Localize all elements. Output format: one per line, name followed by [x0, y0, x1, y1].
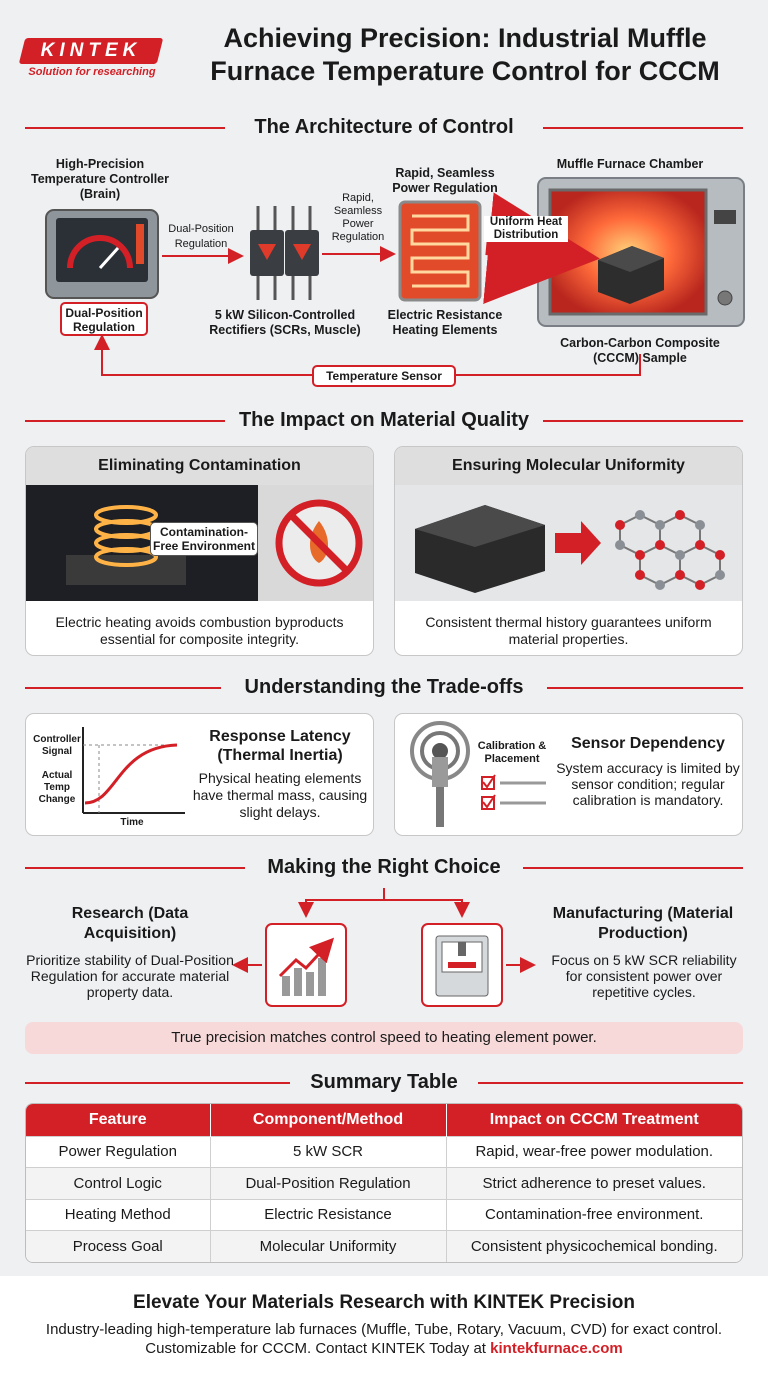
calibration-label: Calibration & Placement — [477, 740, 547, 765]
contamination-free-badge: Contamination-Free Environment — [150, 522, 258, 556]
scr-icon — [250, 206, 319, 300]
brand-tagline: Solution for researching — [28, 66, 156, 78]
section-title-choice: Making the Right Choice — [267, 856, 501, 878]
table-cell: Control Logic — [26, 1167, 211, 1199]
manufacturing-title: Manufacturing (Material Production) — [552, 905, 734, 942]
latency-text: Physical heating elements have thermal m… — [192, 770, 368, 820]
heating-element-icon — [398, 200, 482, 302]
controller-label: High-Precision Temperature Controller (B… — [31, 157, 169, 201]
divider-line — [25, 867, 245, 869]
footer-body: Industry-leading high-temperature lab fu… — [45, 1321, 723, 1357]
precision-banner: True precision matches control speed to … — [25, 1022, 743, 1054]
research-text: Prioritize stability of Dual-Position Re… — [26, 952, 234, 1000]
section-title-summary: Summary Table — [310, 1071, 458, 1093]
manufacturing-machine-icon — [421, 923, 503, 1007]
divider-line — [25, 127, 225, 129]
heater-top-label: Rapid, Seamless Power Regulation — [392, 166, 498, 195]
table-cell: Molecular Uniformity — [210, 1230, 447, 1262]
graph-x-label: Time — [120, 817, 144, 828]
sensor-calibration-icon — [410, 721, 546, 827]
response-curve-graph — [82, 727, 185, 814]
molecular-structure-illustration — [395, 485, 742, 601]
uniformity-card: Ensuring Molecular Uniformity Consistent… — [394, 446, 743, 656]
heater-label: Electric Resistance Heating Elements — [387, 308, 503, 337]
table-header-cell: Impact on CCCM Treatment — [446, 1104, 742, 1136]
arrow-heater-to-chamber — [483, 192, 600, 304]
control-architecture-diagram — [45, 177, 745, 376]
uniformity-caption: Consistent thermal history guarantees un… — [425, 614, 712, 647]
sensor-title: Sensor Dependency — [571, 735, 725, 752]
manufacturing-text: Focus on 5 kW SCR reliability for consis… — [551, 952, 737, 1000]
uniformity-card-title: Ensuring Molecular Uniformity — [395, 447, 742, 485]
temperature-sensor-badge: Temperature Sensor — [312, 365, 456, 387]
divider-line — [543, 420, 743, 422]
footer-title: Elevate Your Materials Research with KIN… — [133, 1292, 635, 1313]
divider-line — [25, 420, 225, 422]
footer-link[interactable]: kintekfurnace.com — [490, 1340, 623, 1357]
dual-position-badge: Dual-Position Regulation — [60, 302, 148, 336]
table-cell: Rapid, wear-free power modulation. — [446, 1135, 742, 1168]
divider-line — [478, 1082, 743, 1084]
chamber-label: Muffle Furnace Chamber — [556, 157, 704, 171]
scr-label: 5 kW Silicon-Controlled Rectifiers (SCRs… — [209, 308, 361, 337]
divider-line — [25, 1082, 290, 1084]
sensor-text: System accuracy is limited by sensor con… — [556, 760, 740, 808]
summary-table: Feature Component/Method Impact on CCCM … — [25, 1103, 743, 1263]
research-title: Research (Data Acquisition) — [71, 905, 189, 942]
divider-line — [523, 867, 743, 869]
table-cell: Process Goal — [26, 1230, 211, 1262]
table-header-cell: Component/Method — [210, 1104, 447, 1136]
page-title: Achieving Precision: Industrial Muffle F… — [210, 23, 720, 86]
table-cell: Strict adherence to preset values. — [446, 1167, 742, 1199]
temperature-controller-icon — [45, 209, 159, 299]
arrow1-label: Dual-Position Regulation — [168, 223, 234, 250]
table-header-row: Feature Component/Method Impact on CCCM … — [26, 1104, 742, 1136]
section-title-impact: The Impact on Material Quality — [238, 409, 530, 431]
divider-line — [25, 687, 221, 689]
table-cell: Contamination-free environment. — [446, 1198, 742, 1231]
graph-y1-label: Controller Signal — [33, 734, 81, 757]
footer — [0, 1276, 768, 1376]
table-cell: Electric Resistance — [210, 1198, 447, 1231]
choice-diagram — [232, 888, 536, 1007]
footer-text: Industry-leading high-temperature lab fu… — [34, 1320, 734, 1358]
graph-y2-label: Actual Temp Change — [38, 770, 76, 805]
divider-line — [547, 687, 743, 689]
divider-line — [543, 127, 743, 129]
section-title-architecture: The Architecture of Control — [254, 116, 514, 138]
brand-logo-text: KINTEK — [40, 40, 142, 61]
sample-label: Carbon-Carbon Composite (CCCM) Sample — [560, 336, 720, 365]
table-cell: Consistent physicochemical bonding. — [446, 1230, 742, 1262]
arrow2-label: Rapid, Seamless Power Regulation — [331, 192, 385, 243]
section-title-tradeoffs: Understanding the Trade-offs — [244, 676, 524, 698]
table-cell: Power Regulation — [26, 1135, 211, 1168]
contamination-caption: Electric heating avoids combustion bypro… — [55, 614, 344, 647]
uniform-heat-label: Uniform Heat Distribution — [484, 216, 568, 242]
contamination-card-title: Eliminating Contamination — [26, 447, 373, 485]
table-header-cell: Feature — [26, 1104, 211, 1136]
table-cell: 5 kW SCR — [210, 1135, 447, 1168]
latency-title: Response Latency (Thermal Inertia) — [209, 728, 351, 764]
table-cell: Dual-Position Regulation — [210, 1167, 447, 1199]
growth-chart-icon — [265, 923, 347, 1007]
table-cell: Heating Method — [26, 1198, 211, 1231]
